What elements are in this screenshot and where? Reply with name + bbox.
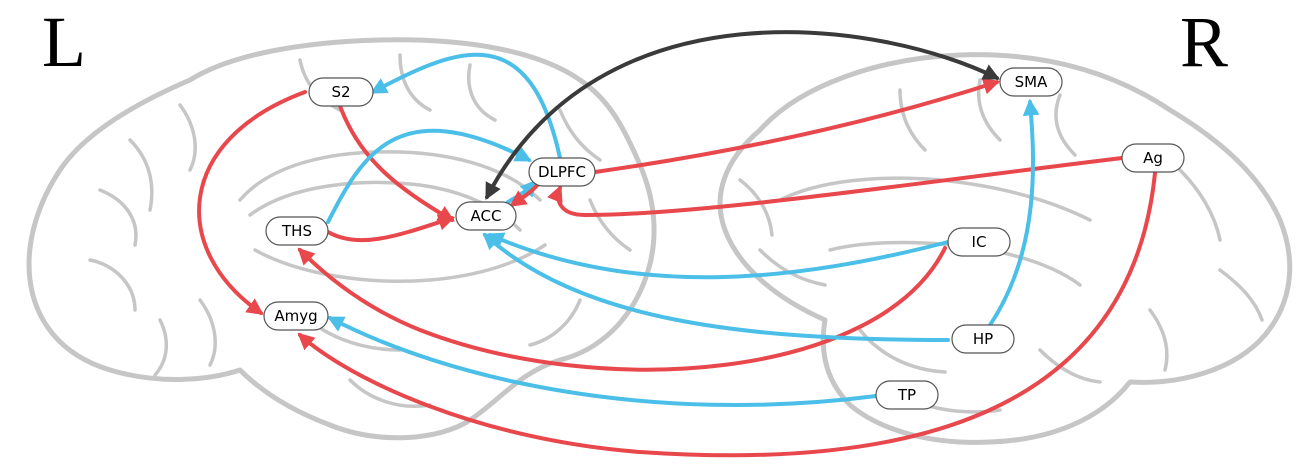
node-sma: SMA: [999, 67, 1063, 97]
edge-hp-to-sma: [988, 98, 1040, 327]
node-ic: IC: [947, 227, 1011, 257]
node-ic-label: IC: [972, 233, 987, 251]
right-hemisphere-label: R: [1180, 2, 1229, 82]
edge-ths-to-acc: [326, 214, 456, 243]
node-dlpfc-label: DLPFC: [538, 163, 586, 181]
node-amyg: Amyg: [263, 301, 329, 331]
edge-ic-to-ths: [297, 246, 947, 372]
node-tp: TP: [875, 380, 939, 410]
node-ths-label: THS: [281, 222, 312, 240]
node-ths: THS: [265, 216, 329, 246]
node-tp-label: TP: [897, 386, 916, 404]
node-ag: Ag: [1121, 143, 1185, 173]
connections-layer: [197, 30, 1157, 458]
edge-s2-to-amyg: [197, 90, 307, 315]
left-hemisphere-label: L: [42, 2, 86, 82]
edge-tp-to-amyg: [327, 316, 878, 408]
node-acc-label: ACC: [471, 207, 502, 225]
node-s2-label: S2: [331, 83, 350, 101]
node-hp-label: HP: [973, 330, 993, 348]
edge-ag-to-amyg: [297, 171, 1157, 458]
node-s2: S2: [308, 77, 374, 107]
edge-sma-acc-bidirectional: [485, 30, 1001, 200]
edge-ic-to-acc: [486, 232, 950, 280]
edge-dlpfc-to-acc: [509, 180, 542, 207]
node-sma-label: SMA: [1015, 73, 1048, 91]
node-acc: ACC: [455, 201, 517, 231]
edge-hp-to-acc: [482, 232, 950, 342]
node-ag-label: Ag: [1143, 149, 1163, 167]
node-dlpfc: DLPFC: [528, 157, 596, 187]
edge-dlpfc-to-sma: [593, 78, 1001, 174]
edge-s2-to-acc: [338, 104, 455, 222]
node-amyg-label: Amyg: [274, 307, 317, 325]
edge-ths-to-dlpfc: [326, 128, 532, 224]
node-hp: HP: [951, 324, 1015, 354]
edge-ag-to-dlpfc: [547, 156, 1124, 218]
